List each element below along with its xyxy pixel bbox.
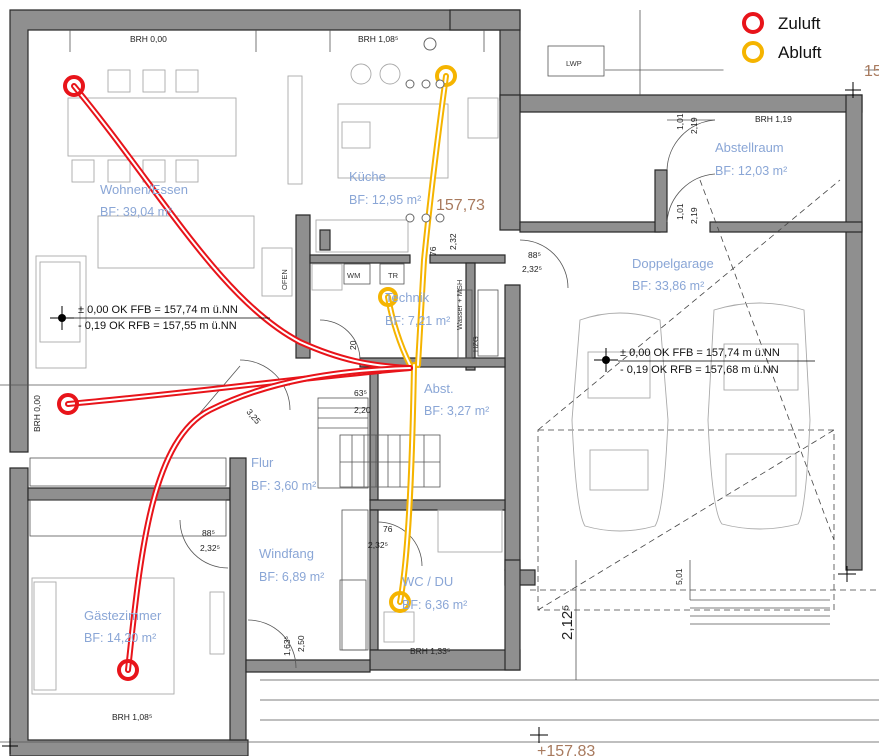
ofen-label: OFEN [280, 269, 289, 290]
house-level-rfb: - 0,19 OK RFB = 157,55 m ü.NN [78, 320, 237, 332]
room-name-windfang: Windfang [259, 546, 314, 561]
legend: Zuluft Abluft [723, 0, 865, 73]
svg-text:5,01: 5,01 [674, 568, 684, 585]
exhaust-duct-wc [397, 362, 417, 605]
room-area-gast: BF: 14,20 m² [84, 631, 156, 645]
svg-text:1,01: 1,01 [675, 113, 685, 130]
room-area-kueche: BF: 12,95 m² [349, 193, 421, 207]
supply-duct-gast [125, 365, 413, 673]
room-area-wc: BF: 6,36 m² [402, 598, 467, 612]
level-annotations: ± 0,00 OK FFB = 157,74 m ü.NN - 0,19 OK … [74, 63, 879, 756]
brh-gast: BRH 1,08⁵ [112, 712, 152, 722]
svg-text:2,20: 2,20 [354, 405, 371, 415]
elevation-bottom: +157,83 [537, 743, 595, 756]
svg-text:76: 76 [428, 246, 438, 256]
room-area-flur: BF: 3,60 m² [251, 479, 316, 493]
room-name-gast: Gästezimmer [84, 608, 162, 623]
svg-text:3,25: 3,25 [244, 407, 262, 426]
brh-wc: BRH 1,33⁵ [410, 646, 450, 656]
svg-text:63⁵: 63⁵ [354, 388, 367, 398]
house-level-ffb: ± 0,00 OK FFB = 157,74 m ü.NN [78, 304, 238, 316]
doors [179, 119, 716, 669]
svg-text:2,32: 2,32 [448, 233, 458, 250]
car-right [707, 302, 811, 530]
room-area-abstellraum: BF: 12,03 m² [715, 164, 787, 178]
supply-outlet-gast [117, 659, 139, 681]
brh-abstellraum: BRH 1,19 [755, 114, 792, 124]
svg-text:2,50: 2,50 [296, 635, 306, 652]
lwp-label: LWP [566, 59, 582, 68]
svg-text:1,63⁵: 1,63⁵ [282, 636, 292, 656]
hzg-label: HZG [471, 336, 480, 352]
brh-wohnen: BRH 0,00 [130, 34, 167, 44]
supply-ducts [57, 75, 413, 681]
exhaust-outlet-technik [378, 287, 398, 307]
walls [9, 9, 863, 756]
exhaust-duct-kueche [415, 73, 449, 368]
svg-text:1,01: 1,01 [675, 203, 685, 220]
svg-text:88⁵: 88⁵ [202, 528, 215, 538]
exhaust-legend-icon [742, 41, 764, 63]
tr-label: TR [388, 271, 399, 280]
wm-label: WM [347, 271, 360, 280]
brh-kueche: BRH 1,08⁵ [358, 34, 398, 44]
wasser-label: Wasser + MSH [455, 280, 464, 330]
svg-text:76: 76 [383, 524, 393, 534]
room-labels: Wohnen/Essen BF: 39,04 m² Küche BF: 12,9… [84, 140, 787, 645]
duct-nodes [405, 37, 445, 223]
exhaust-outlet-wc [389, 591, 411, 613]
brh-left: BRH 0,00 [32, 395, 42, 432]
supply-legend-label: Zuluft [778, 14, 821, 33]
svg-text:2,19: 2,19 [689, 207, 699, 224]
room-area-abst: BF: 3,27 m² [424, 404, 489, 418]
garage-contents [537, 10, 879, 611]
garage-level-ffb: ± 0,00 OK FFB = 157,74 m ü.NN [620, 347, 780, 359]
elevation-right: 15 [864, 63, 879, 80]
exhaust-legend-label: Abluft [778, 43, 822, 62]
room-name-technik: Technik [385, 290, 430, 305]
staircase [317, 397, 441, 489]
svg-text:88⁵: 88⁵ [528, 250, 541, 260]
room-area-garage: BF: 33,86 m² [632, 279, 704, 293]
svg-text:20: 20 [348, 340, 358, 350]
svg-text:2,32⁵: 2,32⁵ [522, 264, 542, 274]
room-name-kueche: Küche [349, 169, 386, 184]
room-area-technik: BF: 7,21 m² [385, 314, 450, 328]
elevation-center: 157,73 [436, 197, 485, 214]
room-name-flur: Flur [251, 455, 274, 470]
supply-outlet-wohnen-top [63, 75, 85, 97]
svg-text:2,19: 2,19 [689, 117, 699, 134]
terrace-lines [0, 384, 879, 743]
supply-legend-icon [742, 12, 764, 34]
exhaust-ducts [378, 65, 457, 613]
supply-outlet-wohnen-left [57, 393, 79, 415]
garage-level-rfb: - 0,19 OK RFB = 157,68 m ü.NN [620, 364, 779, 376]
room-name-garage: Doppelgarage [632, 256, 714, 271]
exhaust-outlet-kueche [435, 65, 457, 87]
car-left [571, 312, 669, 532]
exhaust-duct-technik [385, 294, 413, 368]
room-name-abstellraum: Abstellraum [715, 140, 784, 155]
room-area-windfang: BF: 6,89 m² [259, 570, 324, 584]
svg-text:2,12⁵: 2,12⁵ [559, 605, 576, 640]
svg-text:2,32⁵: 2,32⁵ [200, 543, 220, 553]
level-markers [2, 82, 861, 754]
annotation-labels: BRH 0,00 BRH 1,08⁵ BRH 1,19 BRH 1,33⁵ BR… [32, 34, 792, 722]
room-name-wc: WC / DU [402, 574, 453, 589]
room-area-wohnen: BF: 39,04 m² [100, 205, 172, 219]
svg-text:2,32⁵: 2,32⁵ [368, 540, 388, 550]
room-name-abst: Abst. [424, 381, 454, 396]
room-name-wohnen: Wohnen/Essen [100, 182, 188, 197]
supply-duct-wohnen-top [71, 83, 413, 371]
